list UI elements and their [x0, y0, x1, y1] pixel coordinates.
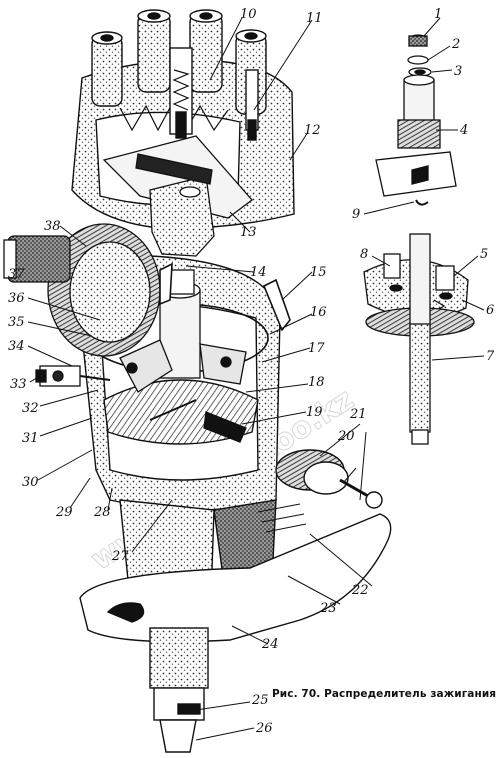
callout-33: 33	[10, 377, 27, 392]
callout-26: 26	[255, 721, 273, 736]
callout-29: 29	[55, 505, 73, 520]
callout-37: 37	[8, 267, 25, 282]
callout-22: 22	[351, 583, 369, 598]
callout-10: 10	[240, 7, 257, 22]
callout-21: 21	[349, 407, 367, 422]
callout-27: 27	[111, 549, 129, 564]
callout-11: 11	[306, 11, 323, 26]
callout-13: 13	[240, 225, 257, 240]
callout-12: 12	[304, 123, 321, 138]
callout-38: 38	[44, 219, 61, 234]
callout-9: 9	[352, 207, 360, 222]
callout-24: 24	[261, 637, 279, 652]
callout-32: 32	[22, 401, 39, 416]
callout-3: 3	[454, 64, 462, 79]
callout-18: 18	[308, 375, 325, 390]
leader-lines	[27, 17, 485, 741]
callout-17: 17	[308, 341, 325, 356]
callout-6: 6	[486, 303, 494, 318]
cap-clip	[159, 262, 291, 332]
rotor	[102, 135, 253, 257]
callout-4: 4	[459, 123, 468, 138]
callout-25: 25	[251, 693, 269, 708]
callout-28: 28	[93, 505, 111, 520]
callout-15: 15	[310, 265, 327, 280]
callout-20: 20	[337, 429, 355, 444]
callout-35: 35	[8, 315, 25, 330]
callout-19: 19	[306, 405, 323, 420]
callout-2: 2	[451, 37, 460, 52]
callout-7: 7	[486, 349, 495, 364]
callout-34: 34	[8, 339, 25, 354]
callout-5: 5	[480, 247, 488, 262]
breaker-mechanism	[119, 269, 247, 443]
callout-14: 14	[250, 265, 267, 280]
callout-16: 16	[310, 305, 327, 320]
callout-23: 23	[319, 601, 337, 616]
callout-30: 30	[22, 475, 39, 490]
exploded-shaft-parts	[363, 34, 475, 445]
callout-31: 31	[22, 431, 39, 446]
callout-36: 36	[8, 291, 25, 306]
callout-numbers: 1 2 3 4 5 6 7 8 9 10 11 12 13 14 15 16 1…	[8, 7, 495, 736]
callout-8: 8	[360, 247, 368, 262]
figure-caption: Рис. 70. Распределитель зажигания	[272, 688, 497, 700]
callout-1: 1	[434, 7, 442, 22]
